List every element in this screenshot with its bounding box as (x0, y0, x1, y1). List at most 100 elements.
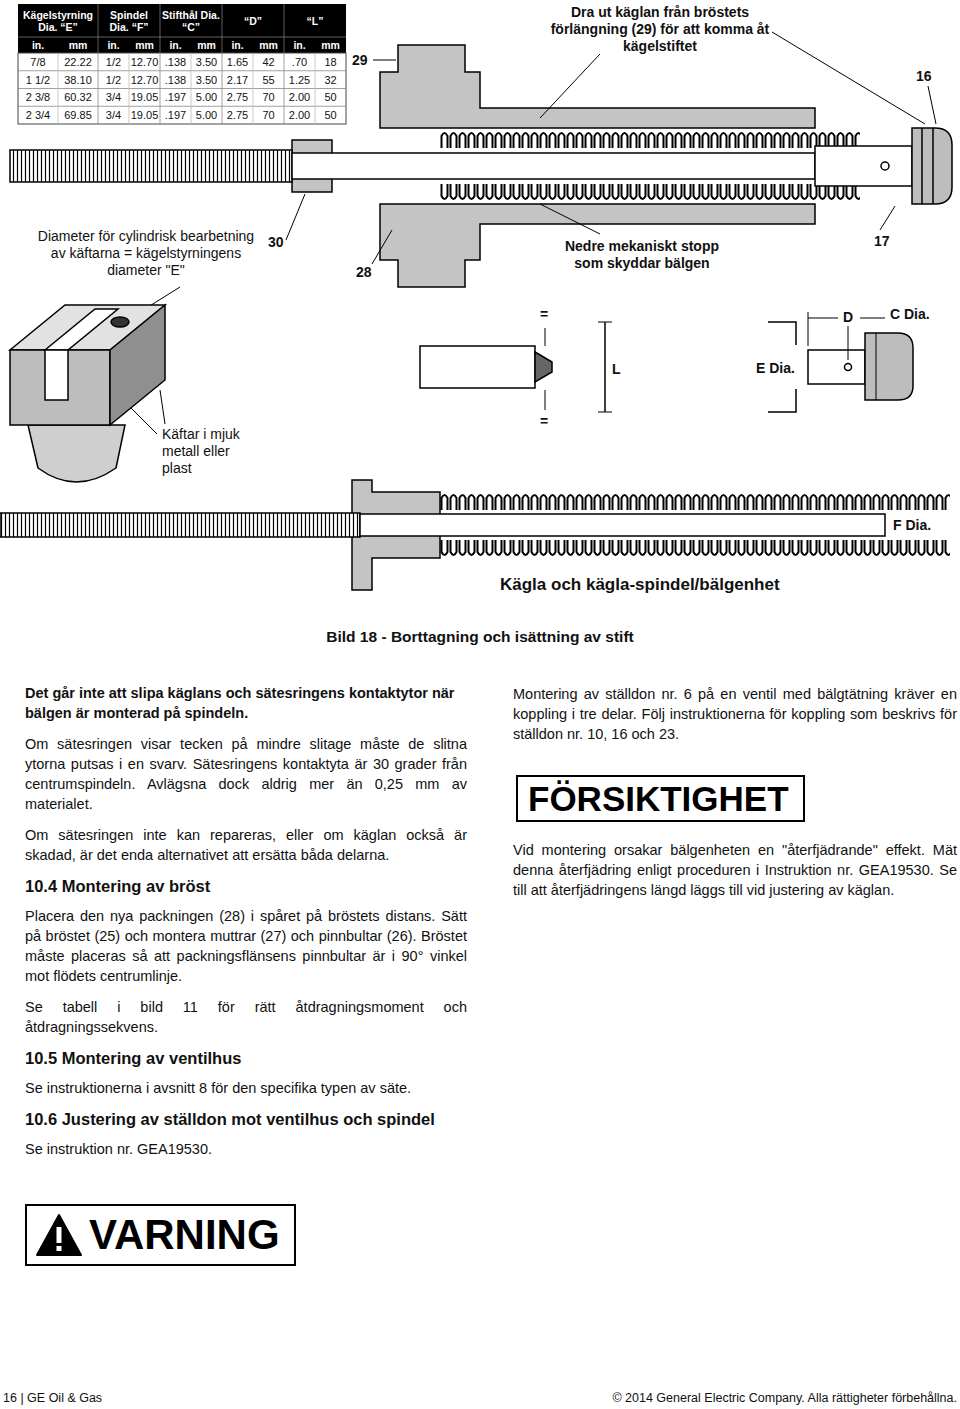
table-header (18, 4, 346, 53)
table-cell: 70 (253, 89, 284, 107)
table-cell: 22.22 (58, 53, 98, 71)
table-cell: 2 3/4 (18, 106, 58, 124)
dimension-label: E Dia. (756, 360, 795, 377)
table-cell: 50 (315, 106, 346, 124)
bellows (440, 184, 860, 202)
table-grid (18, 53, 346, 124)
table-cell: 60.32 (58, 89, 98, 107)
body-text: Se tabell i bild 11 för rätt åtdragnings… (25, 997, 467, 1037)
plug-stem (420, 346, 535, 388)
table-cell: 5.00 (191, 106, 222, 124)
bolt-hole (111, 317, 129, 327)
plug-head (28, 425, 125, 482)
footer: © 2014 General Electric Company. Alla rä… (540, 1391, 957, 1406)
table-cell: 3/4 (98, 106, 129, 124)
plug-ring (876, 333, 877, 400)
table-cell: 12.70 (129, 71, 160, 89)
dimension-label: D (843, 309, 853, 326)
dimension-line (808, 318, 838, 319)
plug-stem-bellows-assembly (0, 480, 950, 590)
bracket (768, 322, 796, 345)
threaded-stem (0, 513, 360, 537)
dimension-line (545, 390, 546, 410)
table-unit: in. (98, 37, 129, 53)
dimension-mark: = (540, 413, 548, 430)
text-column: Det går inte att slipa käglans och sätes… (25, 683, 467, 1170)
table-cell: 1.25 (284, 71, 315, 89)
extension-line (848, 326, 849, 360)
table-cell: 3.50 (191, 71, 222, 89)
table-cell: 3.50 (191, 53, 222, 71)
stem (292, 153, 815, 179)
assembly-title: Kägla och kägla-spindel/bälgenhet (500, 575, 780, 595)
dimension-line (860, 318, 885, 319)
table-body (18, 53, 346, 124)
table-cell: 2.75 (222, 106, 253, 124)
table-cell: 69.85 (58, 106, 98, 124)
warning-icon (35, 1213, 83, 1257)
table-cell: .138 (160, 71, 191, 89)
warning-box: VARNING (25, 1204, 296, 1266)
table-header: Spindel Dia. “F” (98, 5, 160, 37)
jaw-front (10, 350, 110, 425)
body-text: Montering av ställdon nr. 6 på en ventil… (513, 684, 957, 744)
callout-number: 17 (874, 233, 890, 249)
table-header-grid (18, 4, 346, 53)
body-text: Om sätesringen visar tecken på mindre sl… (25, 734, 467, 814)
body-text: Det går inte att slipa käglans och sätes… (25, 683, 467, 723)
bracket (768, 389, 796, 412)
table-unit: mm (253, 37, 284, 53)
table-cell: .138 (160, 53, 191, 71)
table-cell: 70 (253, 106, 284, 124)
vise (10, 305, 165, 482)
warning-triangle (37, 1215, 81, 1255)
dimension-tick (598, 412, 612, 413)
table-cell: 2.00 (284, 106, 315, 124)
dimension-tick (598, 322, 612, 323)
table-header: “D” (222, 5, 284, 37)
table-cell: 2 3/8 (18, 89, 58, 107)
table-cell: 19.05 (129, 89, 160, 107)
footer-rule (0, 1380, 960, 1381)
table-cell: 1/2 (98, 71, 129, 89)
table-cell: 50 (315, 89, 346, 107)
dimension-table (18, 4, 346, 124)
callout-number: 28 (356, 264, 372, 280)
table-cell: 2.17 (222, 71, 253, 89)
note: Nedre mekaniskt stopp som skyddar bälgen (553, 238, 731, 272)
bonnet-wall (380, 45, 815, 128)
figure-caption: Bild 18 - Borttagning och isättning av s… (0, 627, 960, 647)
dimension-label: F Dia. (893, 517, 931, 534)
table-unit: in. (160, 37, 191, 53)
table-unit: mm (129, 37, 160, 53)
table-unit: mm (58, 37, 98, 53)
section-heading: 10.5 Montering av ventilhus (25, 1048, 467, 1069)
exclamation (57, 1227, 62, 1243)
table-cell: .197 (160, 89, 191, 107)
table-cell: 19.05 (129, 106, 160, 124)
body-text: Vid montering orsakar bälgenheten en "åt… (513, 840, 957, 900)
plug-head (912, 128, 952, 204)
jaw-groove (45, 350, 68, 400)
table-cell: 18 (315, 53, 346, 71)
table-cell: 2.75 (222, 89, 253, 107)
table-header: “L” (284, 5, 346, 37)
table-cell: 2.00 (284, 89, 315, 107)
box-title: FÖRSIKTIGHET (528, 779, 789, 819)
table-cell: 5.00 (191, 89, 222, 107)
jaw-side (110, 305, 165, 425)
bellows (440, 492, 950, 510)
jaw-groove (45, 309, 118, 350)
section-heading: 10.6 Justering av ställdon mot ventilhus… (25, 1109, 467, 1130)
plug-ring (932, 128, 934, 204)
bonnet-wall (380, 204, 815, 287)
dimension-line (545, 328, 546, 346)
table-cell: .197 (160, 106, 191, 124)
section-heading: 10.4 Montering av bröst (25, 876, 467, 897)
plug-ring (921, 128, 923, 204)
dimension-label: C Dia. (890, 306, 930, 323)
table-cell: 42 (253, 53, 284, 71)
table-cell: 1.65 (222, 53, 253, 71)
pin-tip (535, 352, 552, 382)
